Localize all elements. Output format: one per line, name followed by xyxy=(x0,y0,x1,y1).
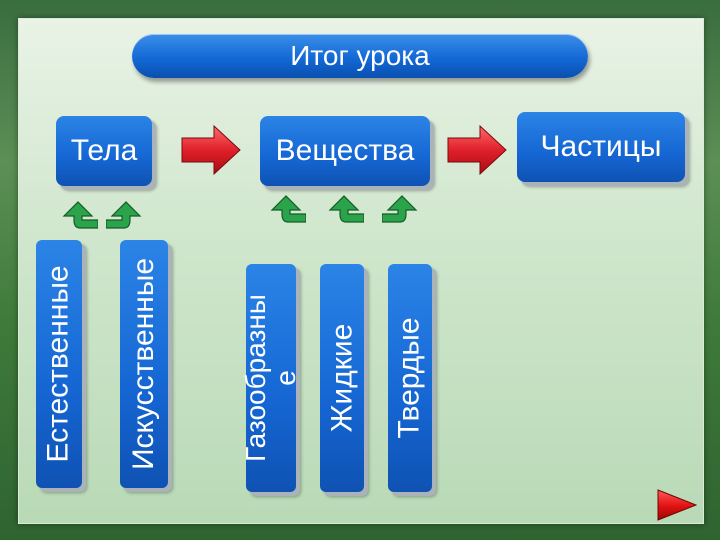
page-title: Итог урока xyxy=(132,34,588,78)
node-particles: Частицы xyxy=(517,112,685,182)
node-particles-label: Частицы xyxy=(540,130,662,163)
node-gaseous: Газообразны е xyxy=(240,264,301,492)
node-gaseous-line2: е xyxy=(270,370,301,386)
node-gaseous-line1: Газообразны xyxy=(240,294,271,462)
arrow-substances-to-particles-icon xyxy=(446,124,508,176)
node-liquid-label: Жидкие xyxy=(325,323,358,433)
node-gaseous-label: Газообразны е xyxy=(240,294,301,462)
green-down-arrow-icon xyxy=(106,196,142,238)
node-bodies-label: Тела xyxy=(70,134,138,167)
node-substances: Вещества xyxy=(260,116,430,186)
green-up-arrow-icon xyxy=(328,190,364,232)
node-natural-label: Естественные xyxy=(42,265,76,463)
node-artificial: Искусственные xyxy=(120,240,168,488)
green-down-arrow-icon xyxy=(382,190,418,232)
green-up-arrow-icon xyxy=(62,196,98,238)
arrow-bodies-to-substances-icon xyxy=(180,124,242,176)
node-bodies: Тела xyxy=(56,116,152,186)
green-up-arrow-icon xyxy=(270,190,306,232)
node-liquid: Жидкие xyxy=(320,264,364,492)
node-natural: Естественные xyxy=(36,240,82,488)
node-substances-label: Вещества xyxy=(275,134,415,167)
node-artificial-label: Искусственные xyxy=(127,257,161,471)
node-solid-label: Твердые xyxy=(393,317,427,439)
node-solid: Твердые xyxy=(388,264,432,492)
play-next-icon[interactable] xyxy=(656,488,698,522)
